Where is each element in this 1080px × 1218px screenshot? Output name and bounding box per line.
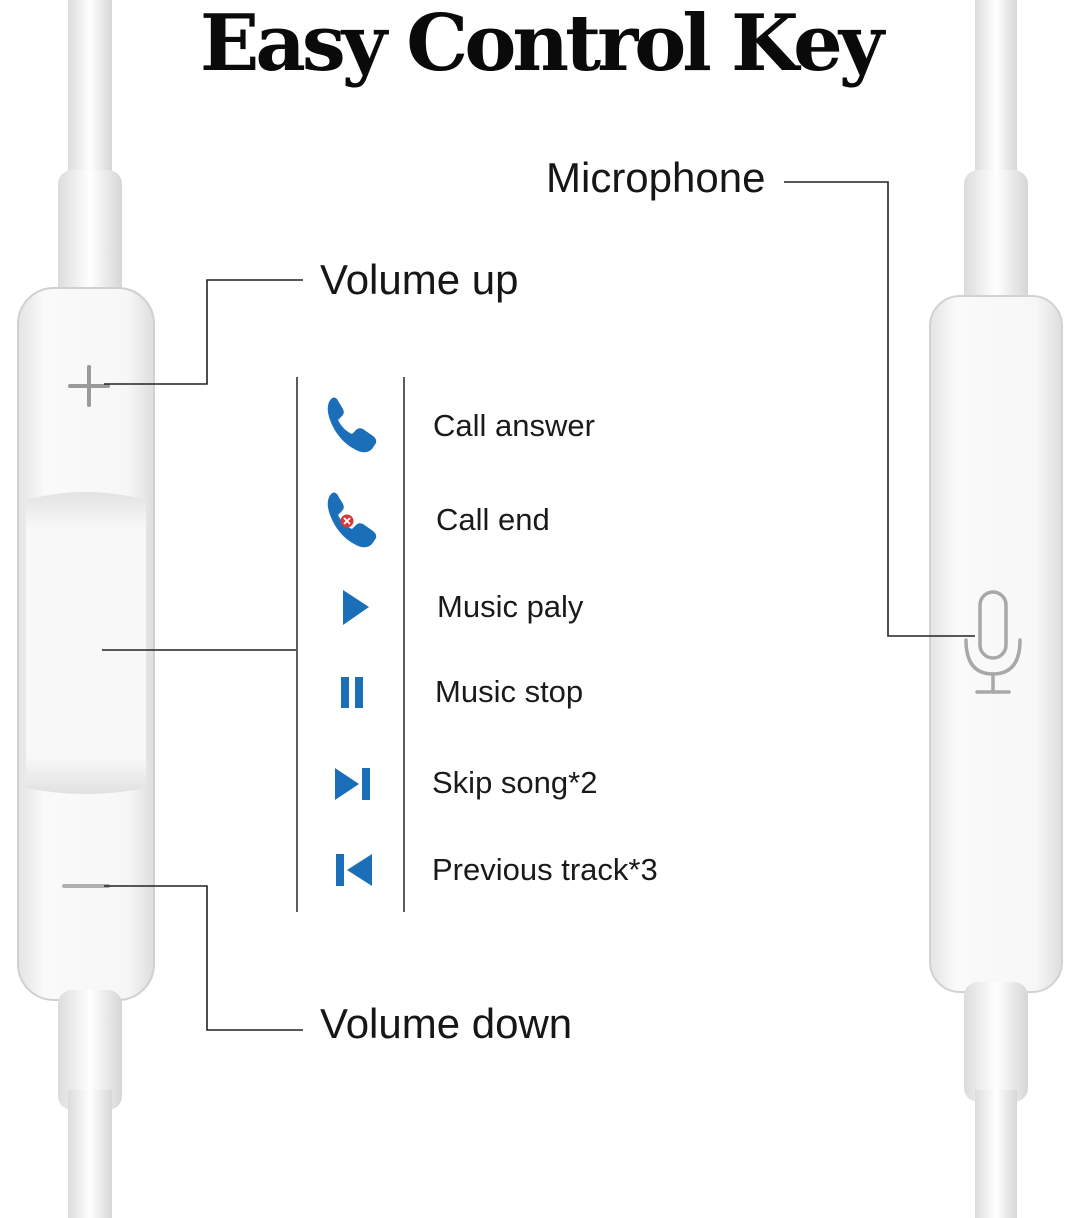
page-title: Easy Control Key xyxy=(199,0,884,89)
skip-previous-icon xyxy=(336,854,372,886)
volume-up-leader xyxy=(104,279,303,385)
phone-hangup-icon xyxy=(327,492,377,548)
right-remote-body xyxy=(929,295,1063,993)
plus-icon xyxy=(68,365,110,407)
right-cable-top xyxy=(975,0,1017,200)
music-play-label: Music paly xyxy=(437,589,584,624)
skip-next-icon xyxy=(335,768,370,800)
play-icon xyxy=(343,590,369,625)
right-remote xyxy=(929,0,1063,1218)
left-cable-bottom xyxy=(68,1090,112,1218)
volume-up-label: Volume up xyxy=(320,256,519,303)
left-cable-collar-bottom xyxy=(58,990,122,1110)
skip-song-label: Skip song*2 xyxy=(432,765,598,800)
previous-track-label: Previous track*3 xyxy=(432,852,658,887)
call-answer-label: Call answer xyxy=(433,408,595,443)
table-icons xyxy=(327,397,377,886)
left-cable-collar-top xyxy=(58,170,122,300)
controls-table-grid xyxy=(296,376,800,913)
left-cable-top xyxy=(68,0,112,200)
music-stop-label: Music stop xyxy=(435,674,584,709)
center-button xyxy=(26,492,146,794)
microphone-icon xyxy=(964,590,1022,694)
leader-lines xyxy=(102,181,975,1031)
left-remote xyxy=(17,0,155,1218)
microphone-label: Microphone xyxy=(546,154,766,201)
phone-icon xyxy=(327,397,377,453)
right-cable-bottom xyxy=(975,1090,1017,1218)
volume-down-leader xyxy=(104,885,303,1031)
volume-down-label: Volume down xyxy=(320,1000,573,1047)
microphone-leader xyxy=(784,181,975,637)
pause-icon xyxy=(341,677,363,708)
right-cable-collar-bottom xyxy=(964,982,1028,1102)
call-end-label: Call end xyxy=(436,502,550,537)
right-cable-collar-top xyxy=(964,170,1028,310)
